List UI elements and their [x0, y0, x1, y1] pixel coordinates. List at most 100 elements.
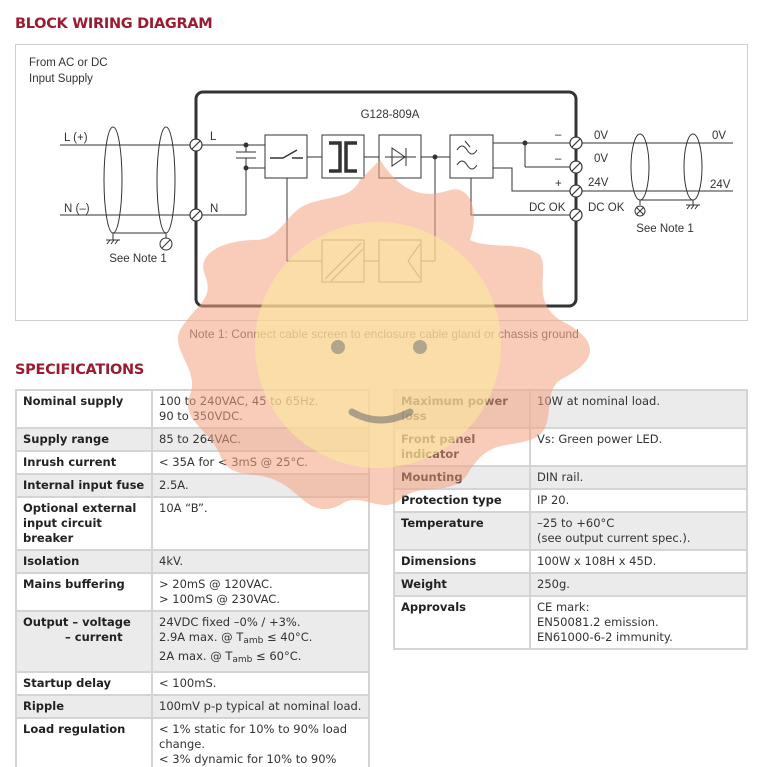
spec-value: > 20mS @ 120VAC.> 100mS @ 230VAC. — [151, 572, 370, 612]
output-0v-label: 0V — [594, 153, 608, 165]
spec-value: 10A “B”. — [151, 496, 370, 551]
cable-screen-ellipse — [156, 126, 176, 234]
spec-row: Protection type IP 20. — [393, 488, 748, 513]
spec-value-line: Vs: Green power LED. — [537, 432, 663, 446]
spec-label-text: Startup delay — [23, 676, 112, 690]
spec-row: Output – voltage– current 24VDC fixed –0%… — [15, 610, 370, 673]
spec-value: CE mark:EN50081.2 emission.EN61000-6-2 i… — [529, 595, 748, 650]
spec-value-line: 85 to 264VAC. — [159, 432, 241, 446]
spec-label: Ripple — [15, 694, 153, 719]
spec-label: Load regulation — [15, 717, 153, 767]
spec-value: < 1% static for 10% to 90% load change.<… — [151, 717, 370, 767]
spec-label-text: Protection type — [401, 493, 502, 507]
spec-value-line: 24VDC fixed –0% / +3%. — [159, 615, 301, 629]
spec-row: Inrush current< 35A for < 3mS @ 25°C. — [15, 450, 370, 475]
spec-value-line: DIN rail. — [537, 470, 584, 484]
spec-label: Temperature — [393, 511, 531, 551]
spec-row: Mounting DIN rail. — [393, 465, 748, 490]
far-0v-label: 0V — [712, 130, 726, 142]
spec-value-line: < 100mS. — [159, 676, 217, 690]
value-fragment: amb — [243, 636, 264, 646]
spec-value-line: > 20mS @ 120VAC. — [159, 577, 273, 591]
spec-value: DIN rail. — [529, 465, 748, 490]
spec-value: –25 to +60°C(see output current spec.). — [529, 511, 748, 551]
spec-value: 100W x 108H x 45D. — [529, 549, 748, 574]
spec-label-text: Internal input fuse — [23, 478, 145, 492]
spec-label-text: Approvals — [401, 600, 466, 614]
spec-value-line: < 35A for < 3mS @ 25°C. — [159, 455, 308, 469]
spec-value: 85 to 264VAC. — [151, 427, 370, 452]
spec-value: 100mV p-p typical at nominal load. — [151, 694, 370, 719]
specs-table-right: Maximum power loss 10W at nominal load. Fr… — [393, 389, 748, 650]
dc-ok-inner-label: DC OK — [529, 202, 566, 214]
spec-value: 2.5A. — [151, 473, 370, 498]
spec-value: < 35A for < 3mS @ 25°C. — [151, 450, 370, 475]
spec-label-text: Front panel indicator — [401, 432, 476, 461]
input-n-label: N (–) — [64, 203, 90, 215]
spec-row: Approvals CE mark:EN50081.2 emission.EN61… — [393, 595, 748, 650]
spec-label-text: Dimensions — [401, 554, 477, 568]
output-0v-label: 0V — [594, 130, 608, 142]
spec-label-text: Output – voltage — [23, 615, 131, 629]
spec-label-text: Isolation — [23, 554, 80, 568]
specifications-heading: SPECIFICATIONS — [15, 362, 145, 378]
module-outline — [194, 90, 578, 308]
spec-value-line: EN61000-6-2 immunity. — [537, 630, 673, 644]
spec-label: Isolation — [15, 549, 153, 574]
spec-label: Supply range — [15, 427, 153, 452]
spec-value-line: > 100mS @ 230VAC. — [159, 592, 280, 606]
spec-value-line: 2.5A. — [159, 478, 189, 492]
filter-block — [449, 134, 494, 179]
spec-value-line: 10W at nominal load. — [537, 394, 661, 408]
polarity-minus: – — [555, 129, 562, 141]
spec-label: Mains buffering — [15, 572, 153, 612]
spec-row: Isolation 4kV. — [15, 549, 370, 574]
polarity-plus: + — [555, 178, 562, 190]
spec-value: 250g. — [529, 572, 748, 597]
spec-label: Internal input fuse — [15, 473, 153, 498]
value-fragment: 2.9A max. @ T — [159, 630, 244, 644]
value-fragment: ≤ 60°C. — [252, 649, 302, 663]
specs-table-left: Nominal supply 100 to 240VAC, 45 to 65Hz.… — [15, 389, 370, 767]
spec-label-text: Nominal supply — [23, 394, 124, 408]
spec-value: 4kV. — [151, 549, 370, 574]
wiring-note: Note 1: Connect cable screen to enclosur… — [189, 327, 579, 341]
input-label: Input Supply — [29, 73, 93, 85]
spec-label-text: Maximum power loss — [401, 394, 508, 423]
spec-label: Optional external input circuit breaker — [15, 496, 153, 551]
spec-label: Front panel indicator — [393, 427, 531, 467]
see-note-right: See Note 1 — [636, 223, 694, 235]
terminal-screws — [189, 136, 583, 222]
value-fragment: ≤ 40°C. — [263, 630, 313, 644]
cable-screen-ellipse — [103, 126, 123, 234]
spec-label: Approvals — [393, 595, 531, 650]
spec-row: Nominal supply 100 to 240VAC, 45 to 65Hz.… — [15, 389, 370, 429]
spec-label-text: – current — [65, 630, 123, 644]
spec-value-line: 2A max. @ Tamb ≤ 60°C. — [159, 649, 362, 668]
module-name: G128-809A — [361, 109, 420, 121]
spec-label: Dimensions — [393, 549, 531, 574]
spec-label-text: Load regulation — [23, 722, 126, 736]
spec-value-line: 100 to 240VAC, 45 to 65Hz. — [159, 394, 319, 408]
spec-value-line: 100W x 108H x 45D. — [537, 554, 657, 568]
see-note-left: See Note 1 — [109, 253, 167, 265]
spec-row: Mains buffering> 20mS @ 120VAC.> 100mS @… — [15, 572, 370, 612]
spec-label-text: Temperature — [401, 516, 484, 530]
spec-row: Startup delay < 100mS. — [15, 671, 370, 696]
block-wiring-heading: BLOCK WIRING DIAGRAM — [15, 16, 213, 32]
spec-label: Protection type — [393, 488, 531, 513]
spec-value-line: < 3% dynamic for 10% to 90% load change. — [159, 752, 337, 766]
terminal-l-label: L — [210, 131, 217, 143]
spec-row: Internal input fuse 2.5A. — [15, 473, 370, 498]
spec-value-line: EN50081.2 emission. — [537, 615, 659, 629]
spec-value: < 100mS. — [151, 671, 370, 696]
spec-label: Mounting — [393, 465, 531, 490]
spec-value: IP 20. — [529, 488, 748, 513]
spec-value: 10W at nominal load. — [529, 389, 748, 429]
spec-label: Maximum power loss — [393, 389, 531, 429]
spec-row: Load regulation < 1% static for 10% to 90… — [15, 717, 370, 767]
